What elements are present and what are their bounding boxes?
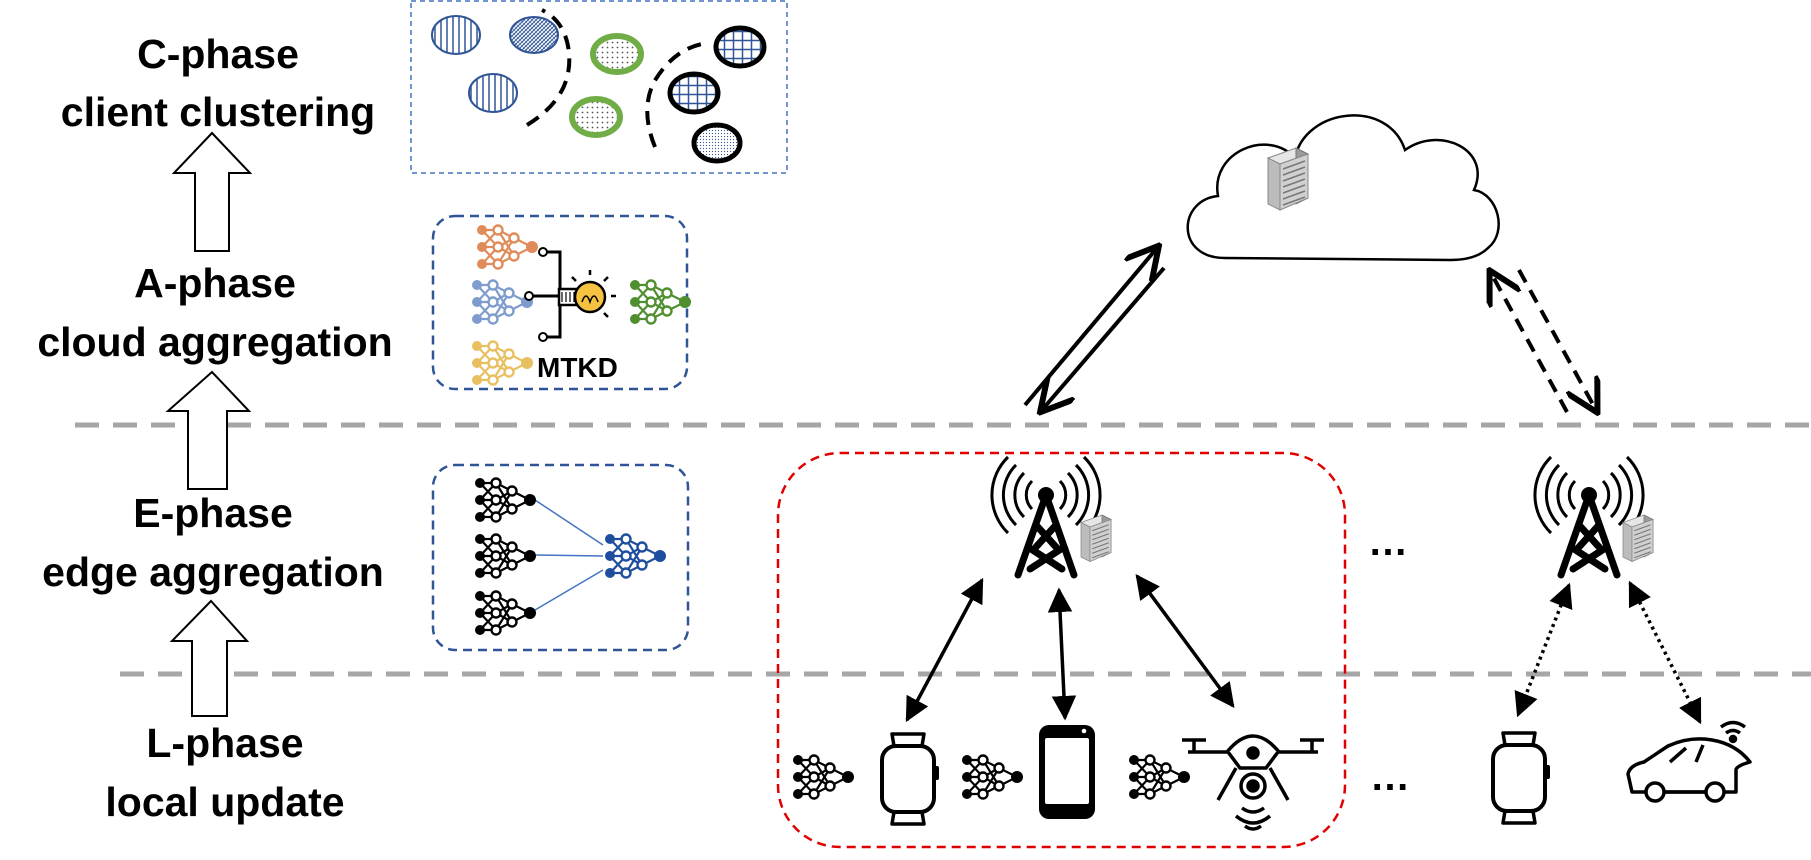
mtkd-aggregation-box: MTKD: [431, 214, 693, 391]
edge-aggregation-box: [431, 463, 690, 652]
client-circle: [569, 96, 623, 138]
server-icon: [1267, 147, 1309, 211]
client-circle: [431, 15, 481, 55]
client-circle: [667, 71, 721, 115]
client-circle: [509, 16, 559, 54]
client-circle: [590, 33, 644, 75]
client-circle: [468, 73, 518, 113]
smartphone-icon: [1039, 725, 1095, 819]
c-phase-title: C-phase: [137, 31, 299, 77]
drone-icon: [1182, 734, 1324, 831]
mtkd-label: MTKD: [537, 352, 618, 383]
edge-group-box: [776, 451, 1347, 849]
up-arrow-icon: [171, 131, 253, 252]
server-icon: [1622, 514, 1654, 563]
car-icon: [1626, 720, 1752, 803]
l-phase-subtitle: local update: [105, 779, 344, 825]
cluster-boundary: [525, 8, 572, 127]
more-edges-ellipsis: …: [1368, 520, 1408, 564]
c-phase-subtitle: client clustering: [61, 89, 375, 135]
local-model-icon: [1127, 753, 1192, 801]
cloud-icon: [1186, 114, 1500, 262]
a-phase-title: A-phase: [134, 260, 296, 306]
more-devices-ellipsis: …: [1370, 755, 1410, 799]
cloud-edge-link-dashed: [1491, 270, 1596, 412]
e-phase-title: E-phase: [133, 490, 293, 536]
l-phase-title: L-phase: [146, 720, 303, 766]
client-circle: [691, 122, 743, 164]
second-edge-node: [1491, 457, 1752, 825]
a-phase-subtitle: cloud aggregation: [37, 319, 392, 365]
smartwatch-icon: [880, 732, 941, 826]
client-circle: [713, 25, 767, 69]
local-model-icon: [960, 753, 1025, 801]
lightbulb-icon: [524, 247, 616, 342]
cloud-edge-link-solid: [1023, 248, 1166, 410]
phase-progress-arrows: [165, 131, 253, 717]
local-model-icon: [791, 753, 856, 801]
up-arrow-icon: [169, 599, 250, 717]
server-icon: [1080, 514, 1112, 563]
e-phase-subtitle: edge aggregation: [42, 549, 384, 595]
up-arrow-icon: [165, 370, 252, 490]
client-clustering-box: [410, 0, 788, 174]
smartwatch-icon: [1491, 731, 1552, 825]
phase-labels: C-phase client clustering A-phase cloud …: [37, 31, 392, 825]
